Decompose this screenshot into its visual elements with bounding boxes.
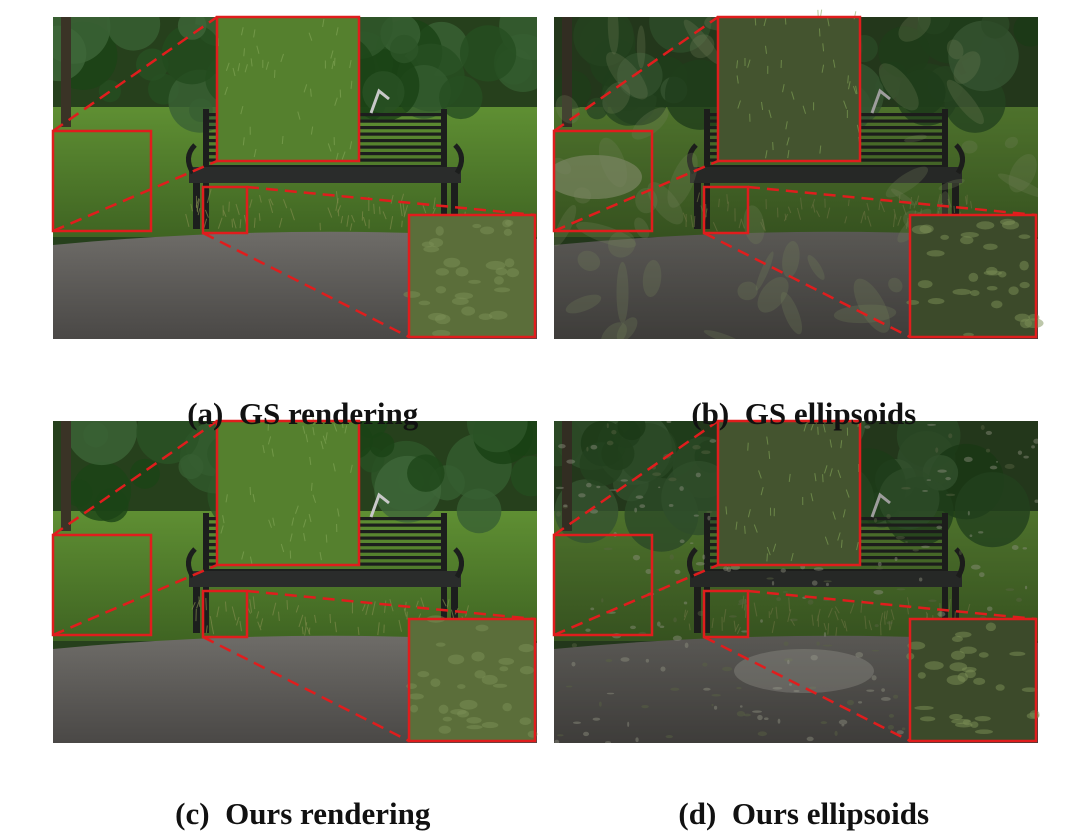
tree-foliage: [362, 71, 404, 113]
tree-trunk: [61, 17, 71, 127]
tree-foliage: [309, 439, 335, 465]
caption-a-tag: (a): [187, 396, 223, 431]
caption-b: (b) GS ellipsoids: [554, 360, 1038, 432]
caption-a-label: GS rendering: [239, 396, 418, 431]
scene-image-ours-rendering: [53, 421, 537, 743]
tree-foliage: [278, 483, 306, 511]
tree-foliage: [249, 459, 280, 490]
panel-a-gs-rendering: [53, 17, 537, 339]
tree-trunk: [61, 421, 71, 531]
caption-d: (d) Ours ellipsoids: [554, 760, 1038, 832]
caption-b-label: GS ellipsoids: [745, 396, 916, 431]
panel-c-ours-rendering: [53, 421, 537, 743]
tree-foliage: [460, 25, 516, 81]
caption-c: (c) Ours rendering: [53, 760, 537, 832]
panel-d-ours-ellipsoids: [554, 421, 1038, 743]
tree-foliage: [369, 432, 394, 457]
gravel-path: [53, 232, 537, 339]
panel-b-gs-ellipsoids: [554, 17, 1038, 339]
caption-a: (a) GS rendering: [53, 360, 537, 432]
scene-image-gs-ellipsoids: [554, 17, 1038, 339]
gravel-path: [53, 636, 537, 743]
tree-foliage: [390, 35, 418, 63]
tree-foliage: [207, 435, 244, 472]
tree-foliage: [178, 454, 203, 479]
scene-image-gs-rendering: [53, 17, 537, 339]
scene-image-ours-ellipsoids: [554, 421, 1038, 743]
tree-foliage: [189, 98, 213, 122]
tree-foliage: [457, 489, 502, 534]
tree-foliage: [130, 459, 160, 489]
tree-foliage: [407, 454, 444, 491]
caption-b-tag: (b): [691, 396, 729, 431]
